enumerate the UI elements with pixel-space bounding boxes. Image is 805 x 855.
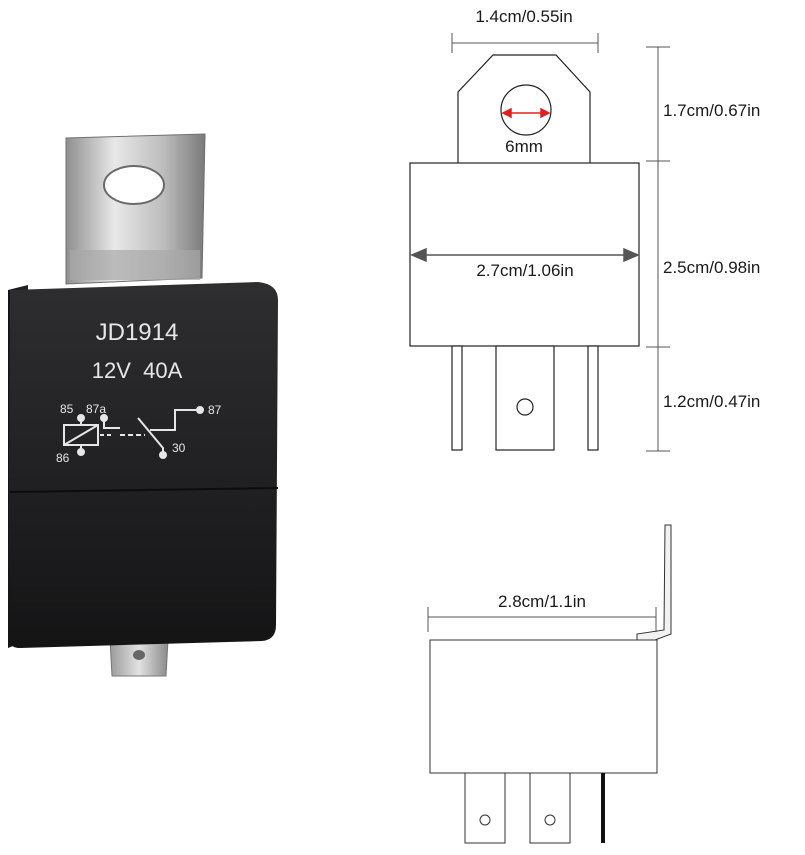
vertical-dimension — [646, 46, 670, 452]
mounting-bracket — [65, 133, 206, 285]
relay-photo: JD1914 12V 40A 85 87a 87 86 30 — [8, 133, 279, 677]
side-depth-dimension — [427, 607, 657, 632]
side-pin-left — [464, 772, 506, 844]
relay-schematic — [63, 406, 204, 459]
side-body-outline — [429, 639, 658, 774]
pin-length-label: 1.2cm/0.47in — [663, 392, 760, 411]
relay-model: JD1914 — [96, 319, 179, 346]
bracket-hole — [103, 165, 165, 205]
pin-30-label: 30 — [172, 441, 186, 455]
pin-87-label: 87 — [208, 403, 222, 417]
front-pin-right — [587, 345, 599, 451]
front-tab-hole — [500, 84, 552, 136]
pin-85-label: 85 — [60, 402, 74, 416]
relay-body — [8, 282, 278, 648]
side-depth-label: 2.8cm/1.1in — [498, 592, 586, 611]
front-view-drawing — [409, 54, 640, 451]
pin-87a-label: 87a — [86, 402, 106, 416]
front-pin-center — [495, 345, 555, 451]
side-view-drawing — [429, 524, 672, 844]
pin-86-label: 86 — [56, 451, 70, 465]
tab-width-label: 1.4cm/0.55in — [475, 7, 572, 26]
side-bracket — [636, 524, 672, 641]
body-width-label: 2.7cm/1.06in — [476, 261, 573, 280]
body-height-label: 2.5cm/0.98in — [663, 258, 760, 277]
front-pin-left — [451, 345, 463, 451]
hole-diameter-label: 6mm — [505, 137, 543, 156]
relay-rating: 12V 40A — [92, 358, 183, 383]
side-pin-right — [529, 772, 571, 844]
tab-height-label: 1.7cm/0.67in — [663, 101, 760, 120]
hole-diameter-arrow — [501, 107, 551, 119]
body-width-dimension — [410, 247, 640, 263]
tab-width-dimension — [451, 33, 599, 53]
